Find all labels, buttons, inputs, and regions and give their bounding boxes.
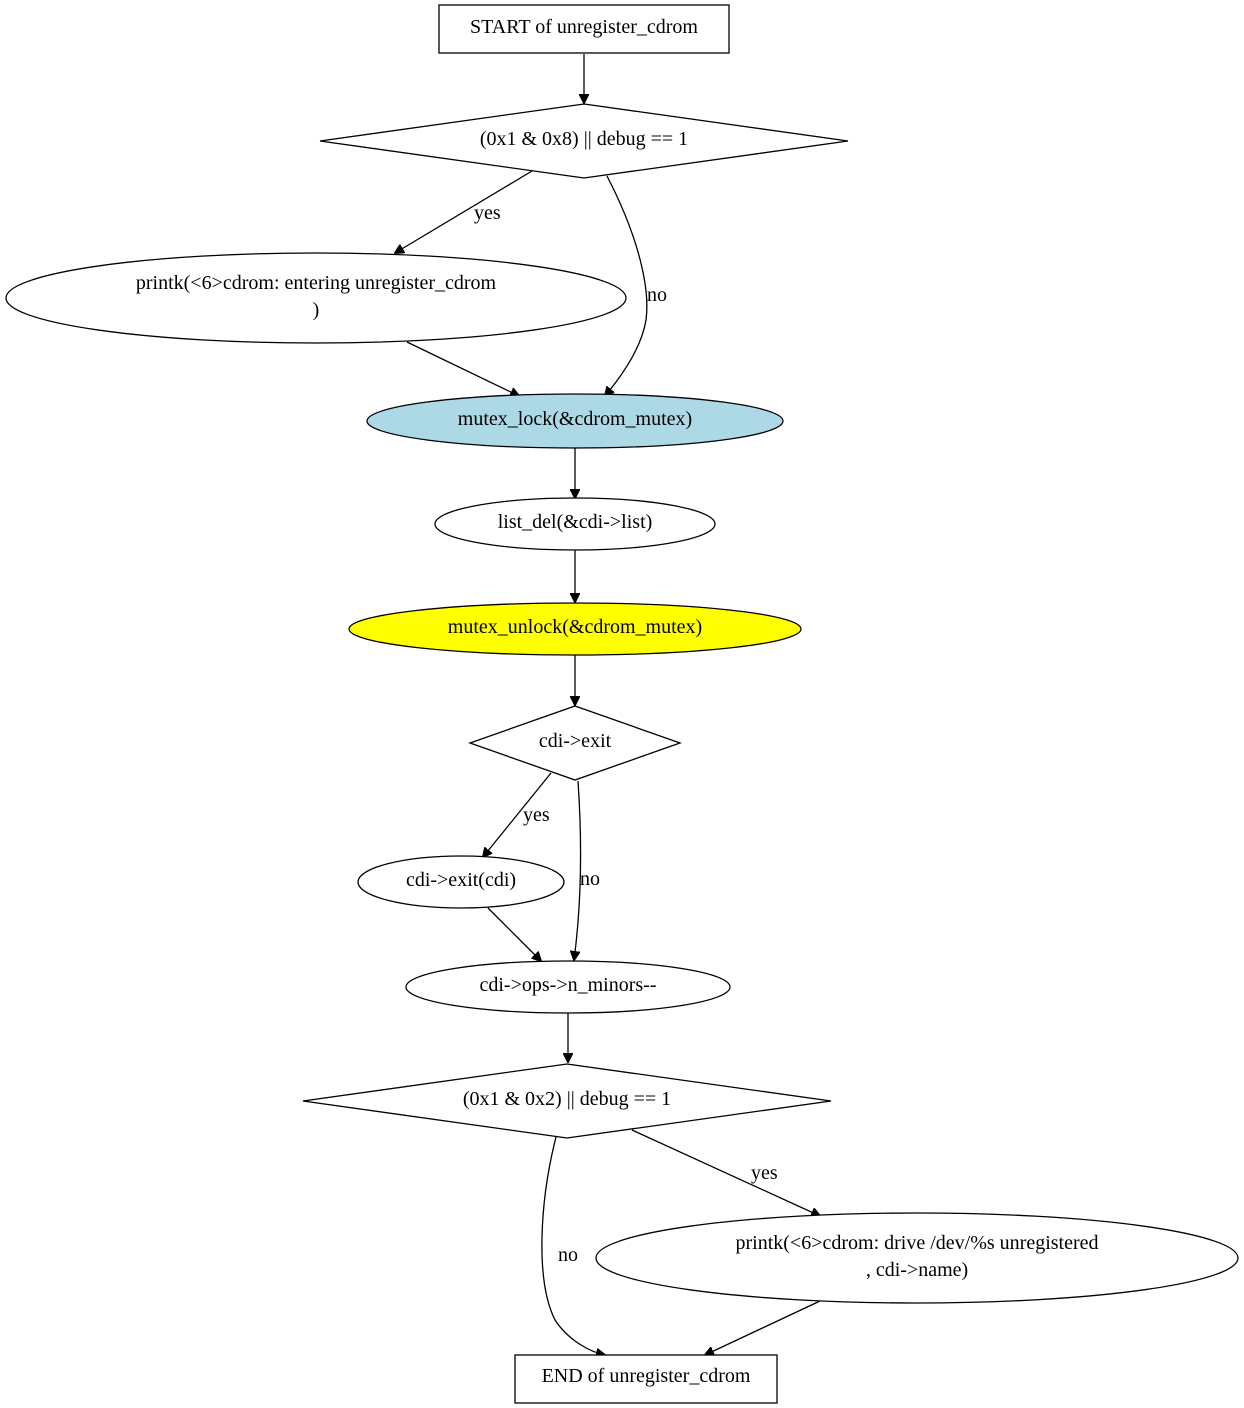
edge-cond2-no-to-minors <box>574 780 582 960</box>
node-mutex-lock[interactable]: mutex_lock(&cdrom_mutex) <box>366 393 784 449</box>
node-end-label: END of unregister_cdrom <box>542 1365 751 1387</box>
node-list-del-label: list_del(&cdi->list) <box>498 511 653 533</box>
node-print1-label-line2: ) <box>313 299 320 321</box>
edge-print2-to-end <box>705 1300 821 1355</box>
node-cond2-label: cdi->exit <box>539 730 612 752</box>
edge-label-cond2-yes: yes <box>523 804 550 826</box>
node-cond1-label: (0x1 & 0x8) || debug == 1 <box>480 128 688 150</box>
node-print2[interactable]: printk(<6>cdrom: drive /dev/%s unregiste… <box>595 1212 1239 1304</box>
node-cond3[interactable]: (0x1 & 0x2) || debug == 1 <box>302 1063 832 1139</box>
node-print2-label-line1: printk(<6>cdrom: drive /dev/%s unregiste… <box>735 1232 1098 1254</box>
node-print1[interactable]: printk(<6>cdrom: entering unregister_cdr… <box>5 252 627 344</box>
edge-cond1-yes-to-print1 <box>395 170 533 253</box>
node-end[interactable]: END of unregister_cdrom <box>514 1354 778 1404</box>
edge-cond3-yes-to-print2 <box>631 1129 820 1216</box>
edge-exitcall-to-minors <box>487 907 541 961</box>
edge-label-cond1-no: no <box>647 284 667 306</box>
node-cond3-label: (0x1 & 0x2) || debug == 1 <box>463 1088 671 1110</box>
node-start[interactable]: START of unregister_cdrom <box>438 4 730 54</box>
edge-label-cond3-yes: yes <box>751 1162 778 1184</box>
edge-label-cond2-no: no <box>580 868 600 890</box>
edge-cond3-no-to-end <box>541 1136 605 1355</box>
node-print2-label-line2: , cdi->name) <box>866 1259 968 1281</box>
node-list-del[interactable]: list_del(&cdi->list) <box>434 497 716 551</box>
node-mutex-unlock[interactable]: mutex_unlock(&cdrom_mutex) <box>348 602 802 656</box>
edge-cond2-yes-to-exitcall <box>483 772 552 857</box>
node-print1-label-line1: printk(<6>cdrom: entering unregister_cdr… <box>136 272 497 294</box>
node-n-minors[interactable]: cdi->ops->n_minors-- <box>405 960 731 1014</box>
node-mutex-unlock-label: mutex_unlock(&cdrom_mutex) <box>448 616 702 638</box>
edge-label-cond1-yes: yes <box>474 202 501 224</box>
edge-label-cond3-no: no <box>558 1244 578 1266</box>
node-start-label: START of unregister_cdrom <box>470 16 698 38</box>
node-n-minors-label: cdi->ops->n_minors-- <box>480 974 657 996</box>
node-cond2[interactable]: cdi->exit <box>468 705 682 781</box>
edge-cond1-no-to-lock <box>605 175 648 396</box>
node-mutex-lock-label: mutex_lock(&cdrom_mutex) <box>458 408 692 430</box>
edge-print1-to-lock <box>406 341 519 396</box>
node-cond1[interactable]: (0x1 & 0x8) || debug == 1 <box>319 103 849 179</box>
node-exit-call[interactable]: cdi->exit(cdi) <box>357 855 565 909</box>
node-exit-call-label: cdi->exit(cdi) <box>406 869 516 891</box>
